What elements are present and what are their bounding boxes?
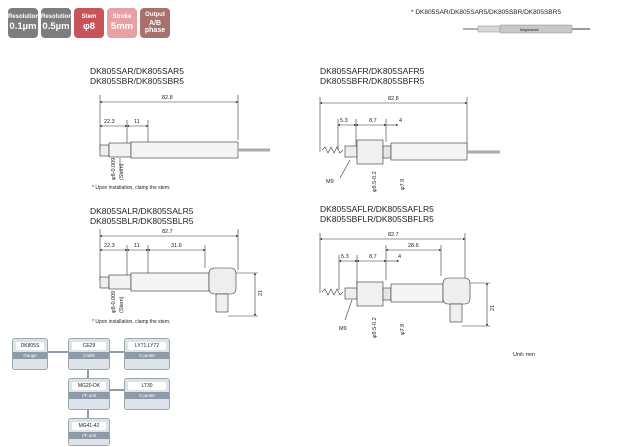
drawing-3 <box>99 229 258 317</box>
dim-thread-4: M9 <box>339 326 347 332</box>
drawing-title-2: DK805SAFR/DK805SAFR5 DK805SBFR/DK805SBFR… <box>320 66 424 86</box>
dim-a-3: 22.3 <box>104 243 115 249</box>
dim-stem-1: φ8-0.009 <box>111 158 117 180</box>
dim-thread-2: M9 <box>326 179 334 185</box>
system-block-if-unit: MG20-DK I/F unit <box>68 378 110 410</box>
block-sub: I/F unit <box>69 392 109 399</box>
block-sub: Counter <box>125 352 169 359</box>
spec-badge-resolution-05: Resolution 0.5µm <box>41 8 72 38</box>
block-sub: Counter <box>125 392 169 399</box>
title-line: DK805SALR/DK805SALR5 <box>90 206 194 216</box>
dim-d1-2: φ9.5-0.2 <box>372 171 378 192</box>
title-line: DK805SBFR/DK805SBFR5 <box>320 76 425 86</box>
dim-h-4: 21 <box>490 305 496 311</box>
block-name: MG41-42 <box>72 422 106 430</box>
spec-value: 0.5µm <box>42 21 70 33</box>
dim-b-1: 11 <box>134 119 140 125</box>
unit-label: Unit: mm <box>513 352 535 358</box>
spec-label: Stem <box>81 14 97 21</box>
spec-badges: Resolution 0.1µm Resolution 0.5µm Stem φ… <box>8 8 170 38</box>
block-name: CE29 <box>72 342 106 350</box>
drawing-title-3: DK805SALR/DK805SALR5 DK805SBLR/DK805SBLR… <box>90 206 193 226</box>
spec-badge-stroke: Stroke 5mm <box>107 8 137 38</box>
dim-b-4: 8.7 <box>369 254 377 260</box>
spec-badge-stem: Stem φ8 <box>74 8 104 38</box>
dim-total-2: 82.8 <box>388 96 399 102</box>
spec-badge-resolution-01: Resolution 0.1µm <box>8 8 39 38</box>
title-line: DK805SBR/DK805SBR5 <box>90 76 185 86</box>
title-line: DK805SAR/DK805SAR5 <box>90 66 185 76</box>
photo-caption: * DK805SAR/DK805SAR5/DK805SBR/DK805SBR5 <box>411 9 561 16</box>
title-line: DK805SBFLR/DK805SBFLR5 <box>320 214 434 224</box>
title-line: DK805SAFLR/DK805SAFLR5 <box>320 204 434 214</box>
block-name: LT30 <box>128 382 166 390</box>
spec-label: Resolution <box>8 14 39 21</box>
dim-total-3: 82.7 <box>162 229 173 235</box>
dim-c-3: 31.6 <box>171 243 182 249</box>
dim-d1-4: φ9.5-0.2 <box>372 317 378 338</box>
spec-value: A/B phase <box>144 20 166 34</box>
spec-value: 0.1µm <box>9 21 37 33</box>
spec-value: 5mm <box>110 21 134 33</box>
dim-total-1: 82.8 <box>162 95 173 101</box>
dim-h-3: 21 <box>258 290 264 296</box>
drawing-title-4: DK805SAFLR/DK805SAFLR5 DK805SBFLR/DK805S… <box>320 204 434 224</box>
spec-badge-output: Output A/B phase <box>140 8 170 38</box>
block-sub: Cable <box>69 352 109 359</box>
block-sub: Gauge <box>13 352 47 359</box>
block-name: LY71,LY72 <box>128 342 166 350</box>
dim-d2-2: φ7.9 <box>400 179 406 190</box>
system-block-if-unit-2: MG41-42 I/F unit <box>68 418 110 446</box>
gauge-photo: Magnescale <box>463 24 590 34</box>
drawing-4 <box>319 233 490 327</box>
dim-a-1: 22.3 <box>104 119 115 125</box>
install-note-1: * Upon installation, clamp the stem. <box>92 185 171 191</box>
photo-brand: Magnescale <box>520 28 539 32</box>
system-block-cable: CE29 Cable <box>68 338 110 370</box>
block-name: MG20-DK <box>72 382 106 390</box>
install-note-2: * Upon installation, clamp the stem. <box>92 319 171 325</box>
dim-d2-4: φ7.9 <box>400 324 406 335</box>
dim-stem-note-3: (Stem) <box>119 296 125 313</box>
spec-label: Output <box>145 12 165 18</box>
drawing-1 <box>99 95 270 172</box>
block-name: DK805S <box>16 342 44 350</box>
system-block-counter-2: LT30 Counter <box>124 378 170 410</box>
dim-c-4: 4 <box>398 254 401 260</box>
system-block-gauge: DK805S Gauge <box>12 338 48 370</box>
dim-c-2: 4 <box>399 118 402 124</box>
dim-a-4: 5.3 <box>341 254 349 260</box>
dim-b-3: 11 <box>134 243 140 249</box>
dim-total-4: 82.7 <box>388 232 399 238</box>
drawing-title-1: DK805SAR/DK805SAR5 DK805SBR/DK805SBR5 <box>90 66 184 86</box>
spec-label: Resolution <box>41 14 72 21</box>
dim-a-2: 5.3 <box>340 118 348 124</box>
dim-b-2: 8.7 <box>369 118 377 124</box>
title-line: DK805SAFR/DK805SAFR5 <box>320 66 425 76</box>
drawing-2 <box>319 97 500 179</box>
block-sub: I/F unit <box>69 432 109 439</box>
spec-value: φ8 <box>82 21 96 33</box>
dim-d-4: 28.6 <box>408 243 419 249</box>
title-line: DK805SBLR/DK805SBLR5 <box>90 216 194 226</box>
dim-stem-note-1: (Stem) <box>119 163 125 180</box>
spec-label: Stroke <box>112 14 132 21</box>
system-block-counter-1: LY71,LY72 Counter <box>124 338 170 370</box>
dim-stem-3: φ8-0.009 <box>111 291 117 313</box>
